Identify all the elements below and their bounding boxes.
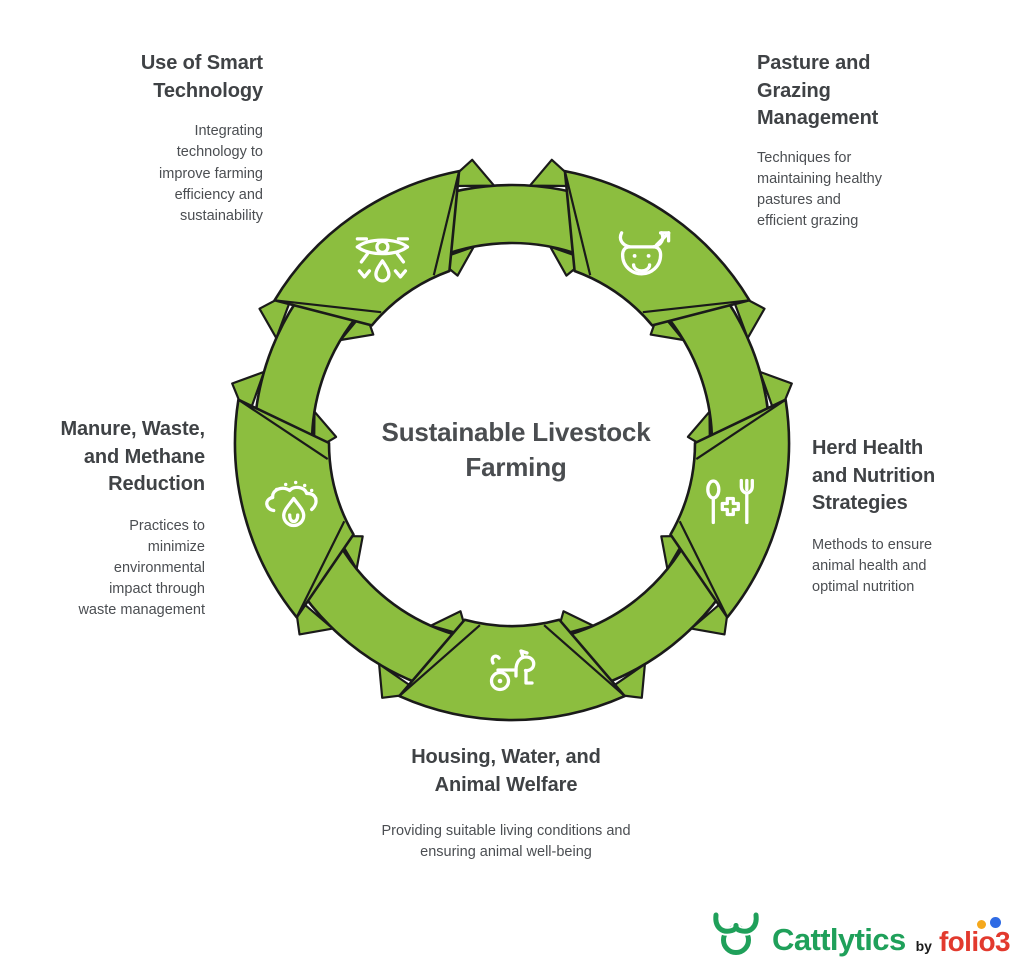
brand-logo: Cattlytics by folio3	[709, 909, 1011, 959]
cloud-flame-icon	[265, 480, 318, 528]
ribbon-crease	[563, 170, 592, 276]
segment-title: Housing, Water, and Animal Welfare	[411, 746, 601, 796]
ribbon-crease	[678, 520, 729, 618]
ribbon-crease	[237, 398, 329, 461]
ribbon-crease	[695, 398, 787, 461]
ribbon-segment	[273, 169, 461, 327]
label-manure-reduction: Manure, Waste, and Methane Reduction Pra…	[60, 416, 205, 622]
label-pasture-grazing: Pasture and Grazing Management Technique…	[757, 50, 882, 232]
drone-sprayer-icon	[355, 237, 410, 283]
segment-smart-technology	[258, 158, 496, 342]
ribbon-crease	[543, 624, 626, 697]
ribbon-crease	[274, 299, 382, 314]
ribbon-crease	[398, 624, 481, 697]
segment-description: Techniques for maintaining healthy pastu…	[757, 149, 882, 230]
segment-description: Practices to minimize environmental impa…	[78, 517, 205, 619]
segment-title: Herd Health and Nutrition Strategies	[812, 437, 936, 515]
segment-title: Use of Smart Technology	[140, 52, 263, 102]
segment-housing-welfare	[378, 610, 647, 722]
spoon-fork-medical-icon	[706, 478, 754, 525]
segment-herd-health	[660, 370, 793, 636]
maker-name: folio3	[938, 917, 1011, 959]
label-housing-welfare: Housing, Water, and Animal Welfare Provi…	[326, 744, 686, 864]
segment-pasture-grazing	[528, 158, 766, 342]
ribbon-crease	[642, 299, 750, 314]
segment-title: Manure, Waste, and Methane Reduction	[60, 418, 205, 496]
label-herd-health: Herd Health and Nutrition Strategies Met…	[812, 435, 935, 598]
segment-description: Methods to ensure animal health and opti…	[812, 536, 933, 596]
bull-head-icon	[711, 910, 761, 955]
folio3-blue-dot	[990, 917, 1001, 928]
segment-description: Providing suitable living conditions and…	[381, 823, 631, 861]
segment-title: Pasture and Grazing Management	[757, 52, 879, 130]
ribbon-crease	[432, 170, 461, 276]
cow-arrow-icon	[618, 231, 671, 276]
folio3-orange-dot	[977, 920, 986, 929]
maker-text: folio3	[938, 926, 1011, 957]
label-smart-technology: Use of Smart Technology Integrating tech…	[141, 50, 263, 227]
logo-by-text: by	[915, 938, 932, 954]
segment-manure-reduction	[231, 370, 364, 636]
dog-wheel-icon	[489, 649, 536, 692]
segment-description: Integrating technology to improve farmin…	[159, 123, 263, 224]
brand-name: Cattlytics	[772, 922, 906, 957]
diagram-center-title: Sustainable Livestock Farming	[381, 417, 651, 483]
ribbon-crease	[295, 520, 346, 618]
